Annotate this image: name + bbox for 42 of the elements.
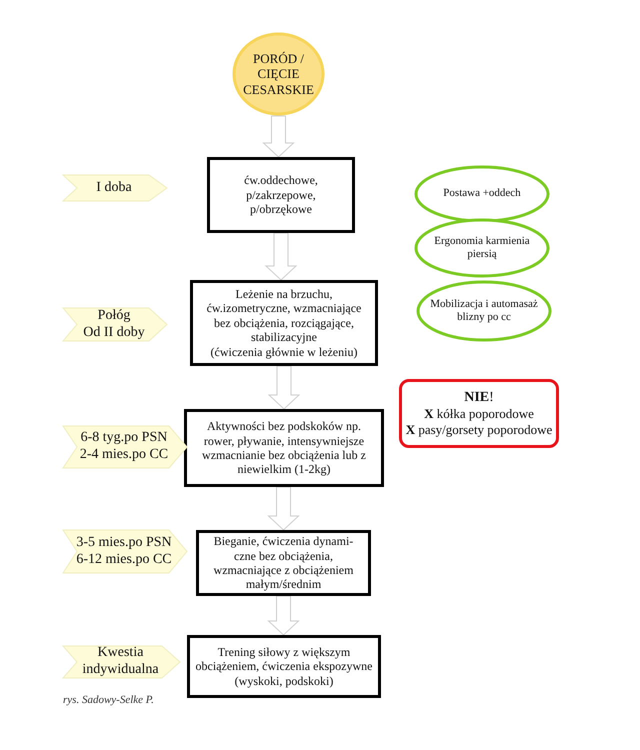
time-label-arrow: [63, 530, 187, 573]
node-text: Postawa +oddech: [443, 187, 521, 201]
start-circle: [232, 32, 325, 116]
node-text: Trening siłowy z większym obciążeniem, ćwiczenia ekspozywne (wyskoki, podskoki): [194, 644, 374, 688]
process-box: [196, 530, 371, 596]
node-text: (ćwiczenia głównie w leżeniu): [210, 344, 358, 359]
block-arrow: [268, 366, 300, 410]
process-box: [207, 157, 355, 233]
node-text: 2-4 mies.po CC: [80, 447, 168, 464]
tip-ellipse: [414, 165, 550, 223]
node-text: PORÓD / CIĘCIE CESARSKIE: [242, 50, 315, 98]
node-text: Od II doby: [83, 324, 145, 342]
time-label-arrow: [63, 426, 187, 468]
time-label-arrow: [63, 308, 167, 341]
caption: rys. Sadowy-Selke P.: [63, 694, 154, 706]
warning-heading: NIE!: [464, 390, 494, 406]
node-text: 3-5 mies.po PSN: [76, 534, 172, 552]
block-arrow: [264, 232, 298, 281]
node-text: 6-12 mies.po CC: [76, 552, 172, 568]
block-arrow: [262, 116, 295, 158]
tip-ellipse: [414, 218, 550, 278]
process-box: [190, 280, 378, 366]
block-arrow: [267, 486, 300, 531]
node-text: Bieganie, ćwiczenia dynami-czne bez obciążenia, wzmacniające z obciążeniem małym/średnim: [212, 534, 354, 592]
process-box: [184, 409, 384, 487]
time-label-arrow: [63, 646, 180, 678]
node-text: Aktywności bez podskoków np. rower, pływanie, intensywniejsze wzmacnianie bez obciążenia lub z niewielkim (1-2kg): [201, 419, 367, 477]
node-text: I doba: [96, 180, 132, 196]
warning-box: [399, 379, 559, 448]
node-text: X kółka poporodowe: [424, 406, 534, 422]
node-text: 6-8 tyg.po PSN: [80, 430, 168, 447]
node-text: Leżenie na brzuchu, ćw.izometryczne, wzmacniające bez obciążenia, rozciągające, stabilizacyjne: [206, 287, 362, 345]
node-text: Kwestia indywidualna: [81, 645, 160, 679]
node-text: Ergonomia karmienia piersią: [433, 234, 531, 262]
node-text: ćw.oddechowe, p/zakrzepowe, p/obrzękowe: [243, 173, 319, 217]
node-text: Mobilizacja i automasaż blizny po cc: [430, 298, 538, 324]
node-text: X pasy/gorsety poporodowe: [406, 422, 552, 438]
node-text: Połóg: [98, 308, 130, 324]
tip-ellipse: [416, 280, 552, 342]
time-label-arrow: [63, 175, 167, 201]
process-box: [187, 635, 381, 698]
block-arrow: [267, 596, 300, 636]
